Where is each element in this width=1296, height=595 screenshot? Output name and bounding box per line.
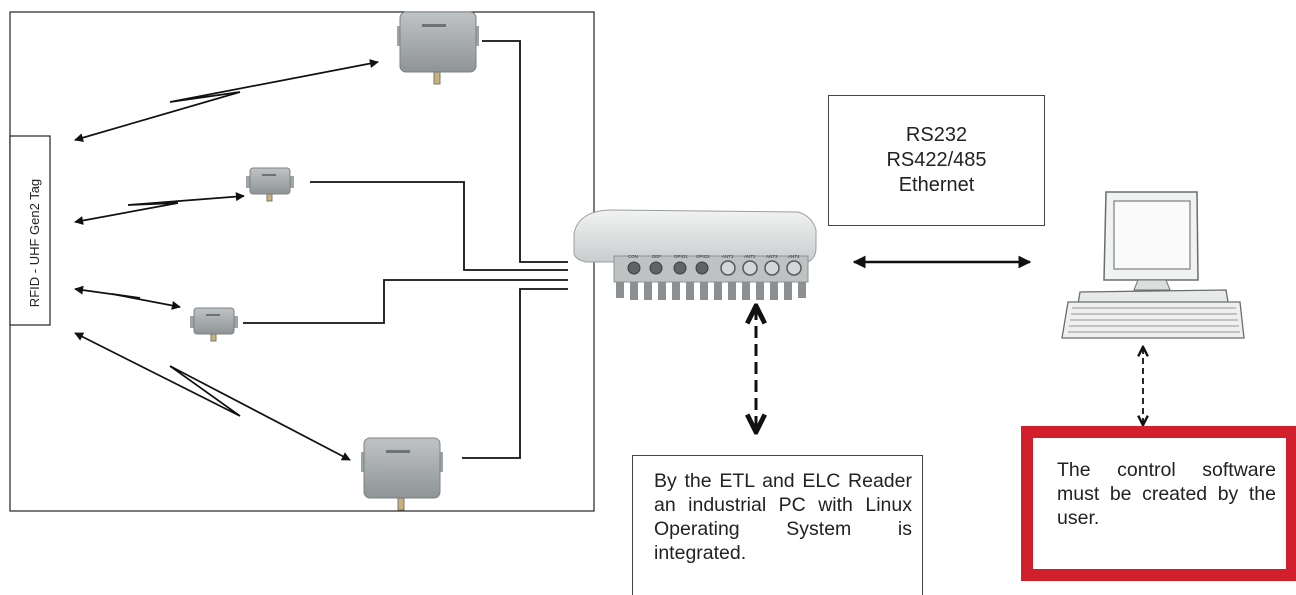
rfid-reader: CON DEF GPIO1 GPIO2 ANT1 ANT2 ANT3 ANT4 xyxy=(573,209,817,300)
reader-port-label: ANT2 xyxy=(744,254,756,259)
wireless-link-2 xyxy=(74,192,245,225)
reader-port-label: ANT3 xyxy=(766,254,778,259)
antenna-2 xyxy=(246,167,294,202)
reader-port-label: GPIO2 xyxy=(696,254,710,259)
reader-port-label: GPIO1 xyxy=(674,254,688,259)
computer-icon xyxy=(1061,191,1245,339)
rfid-tag-box xyxy=(9,135,51,326)
reader-port-label: CON xyxy=(628,254,638,259)
interface-box: RS232 RS422/485 Ethernet xyxy=(828,95,1045,226)
antenna-1 xyxy=(397,11,479,85)
reader-port-label: DEF xyxy=(652,254,661,259)
reader-port-label: ANT1 xyxy=(722,254,734,259)
software-note-text: The control software must be created by … xyxy=(1057,459,1276,529)
interface-rs232: RS232 xyxy=(905,124,968,146)
interface-rs422-485: RS422/485 xyxy=(886,149,987,171)
software-note-box: The control software must be created by … xyxy=(1021,426,1296,581)
antenna-cables xyxy=(243,40,568,459)
rfid-tag-label: RFID - UHF Gen2 Tag xyxy=(27,178,42,308)
antenna-area-border xyxy=(9,11,595,512)
wireless-link-3 xyxy=(74,285,181,310)
wireless-link-4 xyxy=(74,332,351,461)
reader-port-label: ANT4 xyxy=(788,254,800,259)
interface-ethernet: Ethernet xyxy=(898,174,975,196)
antenna-4 xyxy=(361,437,443,511)
wireless-links xyxy=(74,59,379,461)
antenna-3 xyxy=(190,307,238,342)
reader-note-box: By the ETL and ELC Reader an industrial … xyxy=(632,455,923,595)
reader-note-text: By the ETL and ELC Reader an industrial … xyxy=(654,470,912,564)
wireless-link-1 xyxy=(74,59,379,143)
